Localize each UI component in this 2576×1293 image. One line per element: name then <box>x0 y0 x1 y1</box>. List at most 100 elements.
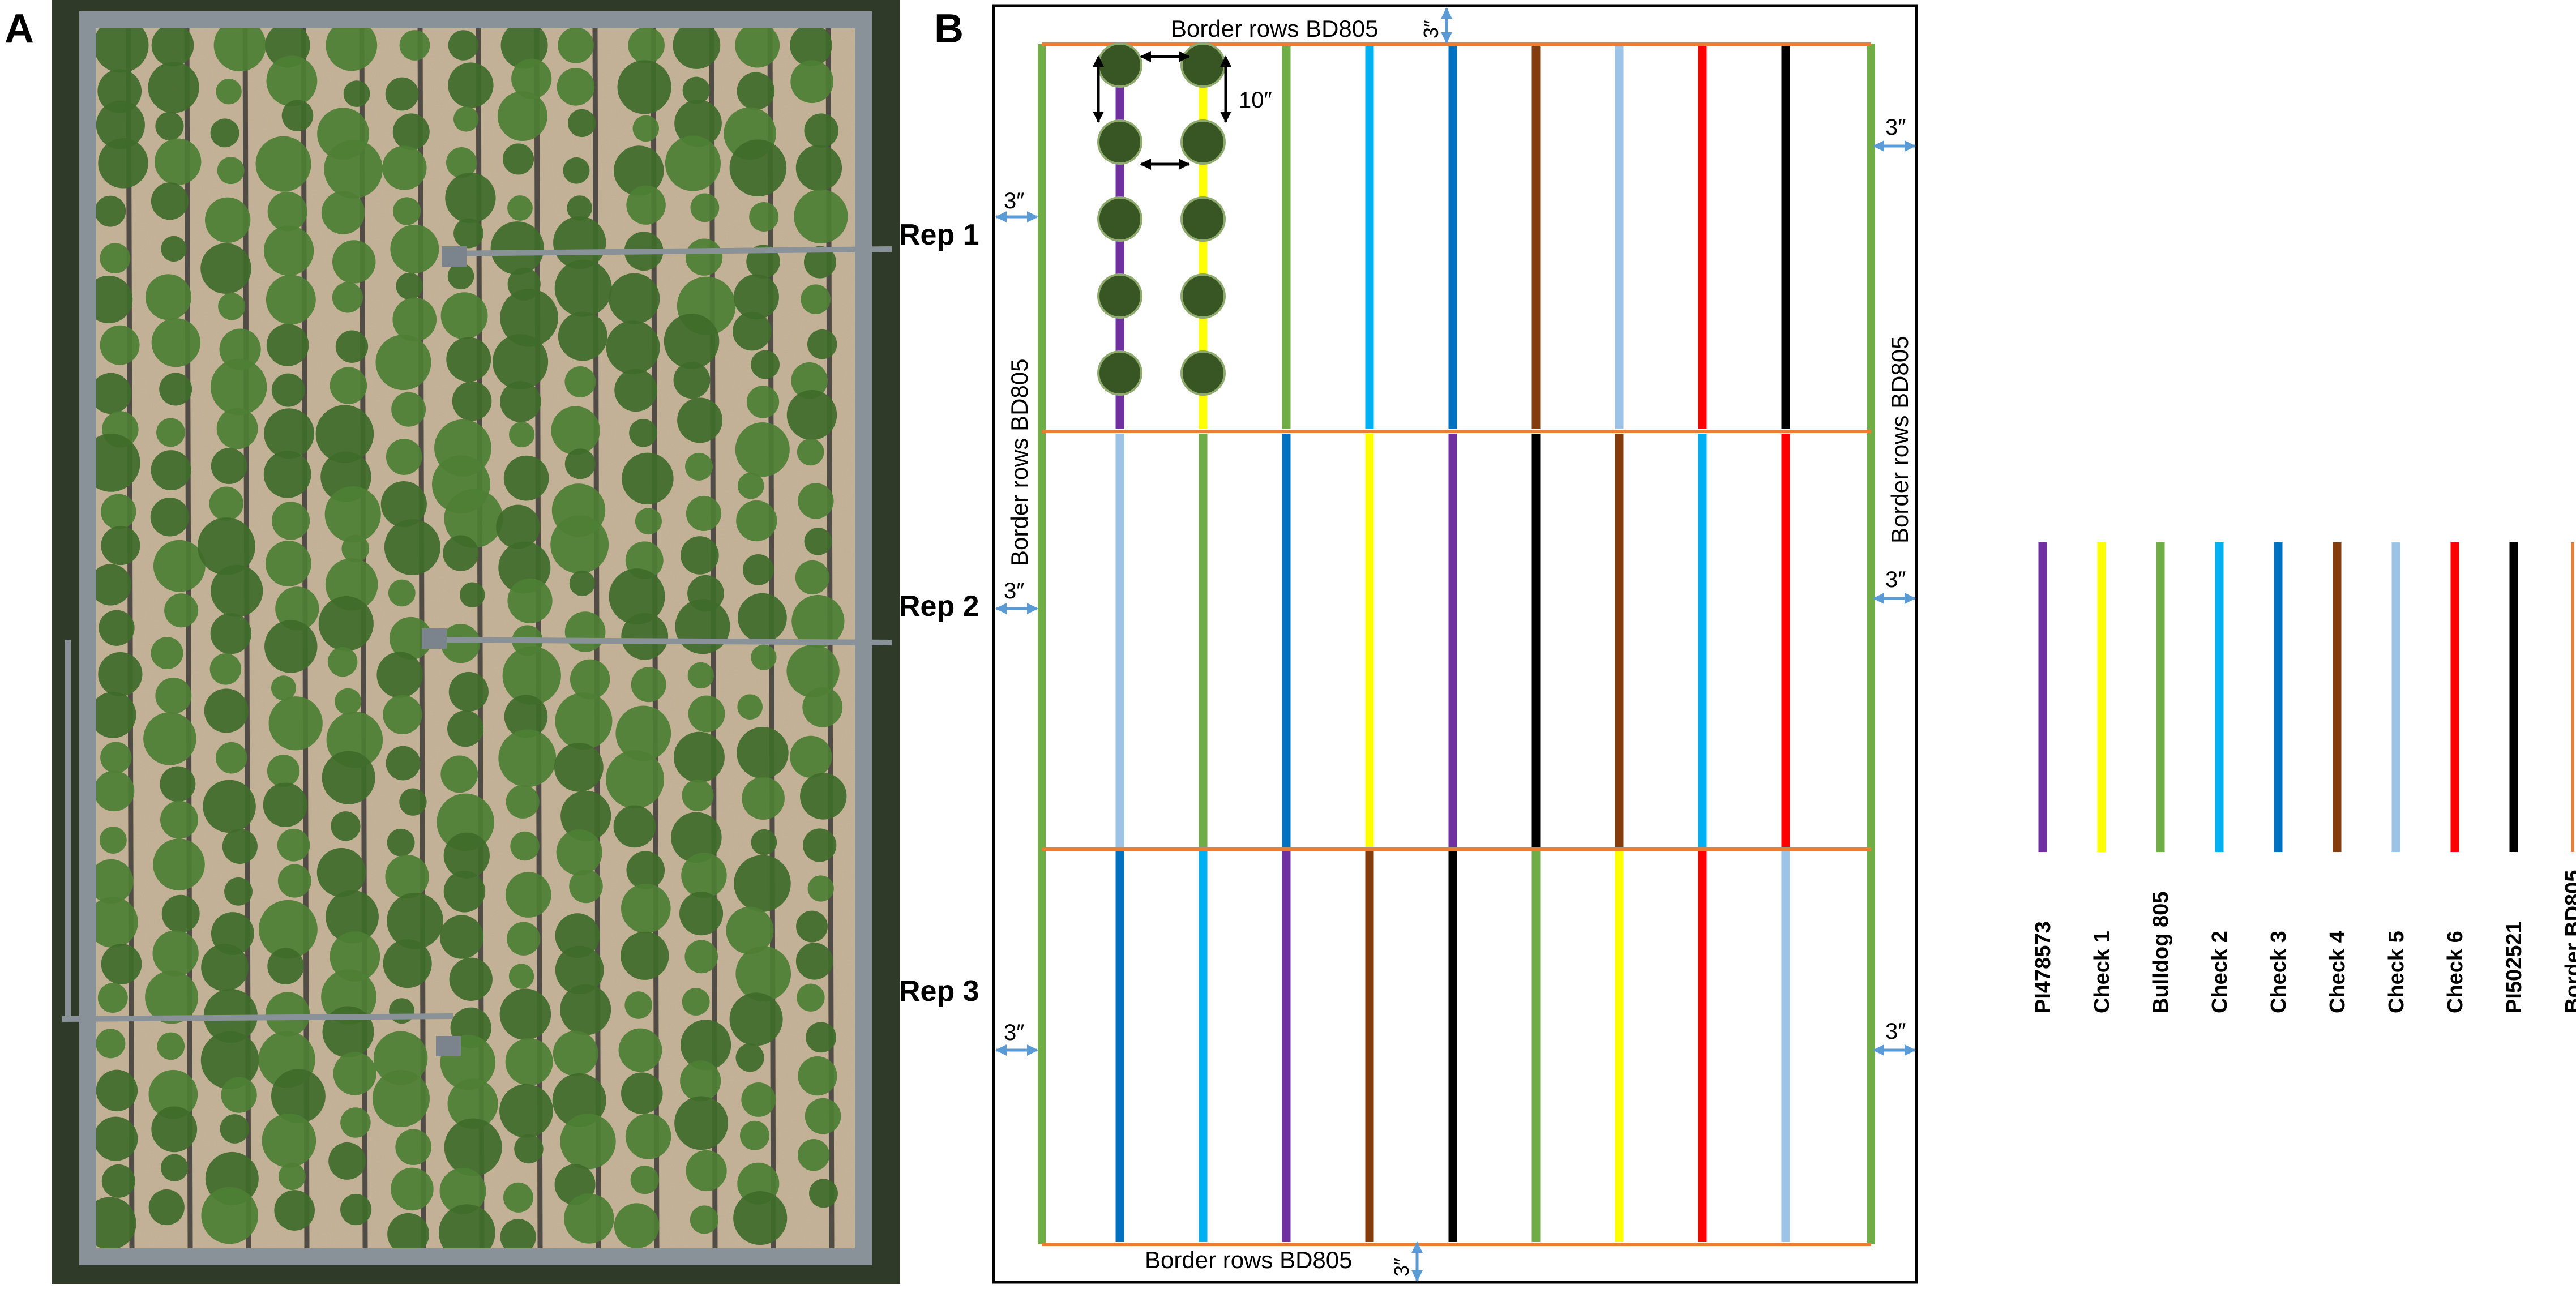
plant-canopy <box>674 1096 729 1150</box>
plant-canopy <box>690 1205 719 1234</box>
plant-canopy <box>553 1030 598 1076</box>
plant-canopy <box>263 225 314 276</box>
plant-canopy <box>438 1204 495 1261</box>
gap-label-top: 3″ <box>1419 20 1443 38</box>
plant-canopy <box>796 910 828 943</box>
plant-canopy <box>806 1022 837 1053</box>
plant-canopy <box>726 906 774 954</box>
plant-canopy <box>151 24 194 67</box>
plant-canopy <box>449 957 493 1001</box>
gap-markers-left: 3″ 3″ 3″ <box>995 189 1038 1056</box>
plant-canopy <box>161 1154 189 1181</box>
plant-canopy <box>630 1166 659 1194</box>
plant-canopy <box>391 1167 434 1211</box>
plant-canopy <box>332 282 363 313</box>
plant-canopy <box>220 1114 250 1144</box>
plant-canopy <box>499 988 551 1040</box>
plant-canopy <box>751 829 777 855</box>
plant-canopy <box>505 872 551 918</box>
plant-canopy <box>95 195 126 227</box>
plant-canopy <box>733 1191 788 1245</box>
plant-canopy <box>737 727 789 779</box>
plant-canopy <box>159 373 192 406</box>
plant-canopy <box>148 1069 198 1119</box>
plant-canopy <box>617 60 671 114</box>
plant-canopy <box>101 944 142 984</box>
legend-label: Check 4 <box>2326 931 2350 1013</box>
plant-position-dots <box>1097 42 1226 396</box>
plant-canopy <box>505 1038 553 1086</box>
plant-canopy <box>729 992 783 1046</box>
plant-canopy <box>493 334 549 390</box>
gap-label-right-rep1: 3″ <box>1885 115 1906 140</box>
plant-canopy <box>746 386 780 418</box>
plant-canopy <box>375 335 431 391</box>
plant-canopy <box>503 1182 533 1213</box>
plant-canopy <box>685 238 723 276</box>
plant-canopy <box>263 450 311 498</box>
plant-canopy <box>380 481 427 528</box>
plant-canopy <box>396 272 423 300</box>
plant-canopy <box>514 1134 544 1164</box>
plant-canopy <box>399 788 427 816</box>
plant-canopy <box>266 324 309 366</box>
plant-canopy <box>626 185 666 225</box>
plant-dot <box>1180 119 1226 165</box>
plant-canopy <box>340 1107 371 1138</box>
plant-canopy <box>98 652 143 697</box>
plant-canopy <box>151 637 183 669</box>
plant-canopy <box>786 389 837 440</box>
plant-canopy <box>331 811 361 841</box>
border-rows-bottom-label: Border rows BD805 <box>1145 1247 1353 1273</box>
plant-canopy <box>681 853 727 898</box>
plant-canopy <box>795 560 830 595</box>
plant-canopy <box>392 297 437 342</box>
plant-canopy <box>751 644 777 670</box>
junction-box <box>422 628 447 649</box>
gap-label-right-rep3: 3″ <box>1885 1019 1906 1044</box>
plant-canopy <box>680 1060 721 1102</box>
plant-canopy <box>267 755 300 787</box>
plant-canopy <box>83 1197 136 1250</box>
plant-dot <box>1180 273 1226 319</box>
plant-canopy <box>89 859 134 904</box>
plant-canopy <box>160 766 196 802</box>
plant-canopy <box>797 1139 830 1171</box>
plant-canopy <box>807 329 837 359</box>
plant-canopy <box>626 851 665 889</box>
plant-canopy <box>215 742 247 774</box>
plant-canopy <box>631 667 666 703</box>
legend-label: Check 5 <box>2385 931 2408 1013</box>
plant-canopy <box>335 330 369 363</box>
plant-canopy <box>621 931 669 980</box>
plant-canopy <box>504 695 548 738</box>
plant-canopy <box>621 1072 663 1114</box>
plant-canopy <box>97 69 142 113</box>
plant-canopy <box>737 472 764 499</box>
plant-canopy <box>385 77 419 111</box>
plant-canopy <box>160 800 199 839</box>
plant-canopy <box>443 871 486 913</box>
plant-dot <box>1097 350 1142 396</box>
plant-canopy <box>628 27 665 64</box>
legend-label: Check 1 <box>2090 931 2114 1013</box>
plant-canopy <box>804 528 832 555</box>
plant-canopy <box>263 782 308 827</box>
plant-canopy <box>555 945 604 995</box>
plant-canopy <box>673 362 711 399</box>
legend-label: Check 3 <box>2267 931 2291 1013</box>
plant-canopy <box>99 610 135 646</box>
plant-canopy <box>453 106 479 132</box>
plant-canopy <box>395 1129 431 1166</box>
plant-canopy <box>606 320 660 375</box>
panel-b-label: B <box>934 6 964 52</box>
plant-canopy <box>148 62 199 113</box>
plant-canopy <box>271 502 310 540</box>
plant-canopy <box>790 735 832 778</box>
plant-canopy <box>330 367 367 404</box>
plant-canopy <box>801 284 831 315</box>
plant-canopy <box>739 1120 770 1150</box>
plant-canopy <box>343 80 370 107</box>
plant-canopy <box>164 593 199 628</box>
